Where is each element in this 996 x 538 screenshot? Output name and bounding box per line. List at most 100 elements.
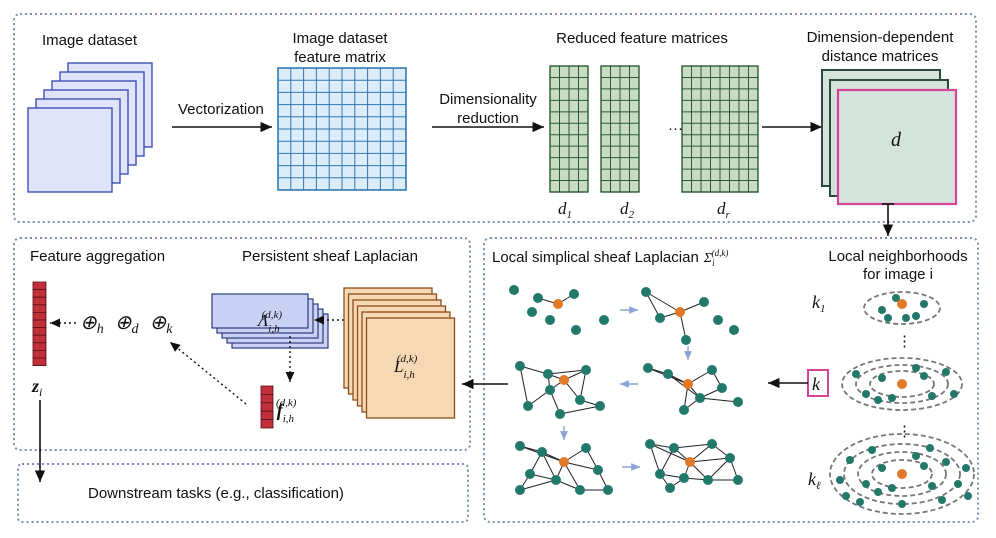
graph-node: [599, 315, 609, 325]
graph-node: [533, 293, 543, 303]
graph-edge: [649, 443, 691, 463]
reduced-ellipsis: ···: [668, 120, 683, 137]
neighborhood-ring: [863, 291, 941, 325]
neighbor-node: [878, 464, 886, 472]
neighborhood-ring: [871, 459, 933, 489]
z-cell: [32, 349, 47, 359]
feature-matrix-grid: [277, 67, 407, 191]
reduced-matrix-dr: [681, 65, 759, 193]
f-cell: [260, 393, 274, 404]
neighbor-node: [836, 476, 844, 484]
z-cell: [32, 296, 47, 306]
graph-node: [679, 473, 689, 483]
neighbor-node: [912, 452, 920, 460]
laplacian-matrix-stack: [343, 287, 456, 419]
L-label: Li,h(d,k): [393, 353, 418, 381]
graph-node: [527, 307, 537, 317]
neighbor-node: [898, 500, 906, 508]
reduced-matrices-title: Reduced feature matrices: [556, 30, 728, 47]
graph-node: [707, 365, 717, 375]
aggregation-panel-frame: [13, 237, 471, 451]
graph-node: [545, 385, 555, 395]
neighbor-node: [912, 312, 920, 320]
label-d2: d2: [620, 199, 635, 221]
feature-matrix-title-2: feature matrix: [294, 49, 386, 66]
z-cell: [32, 357, 47, 366]
neighbor-node: [950, 390, 958, 398]
neighbor-node: [954, 480, 962, 488]
distance-symbol: d: [891, 129, 902, 151]
neighbor-node: [878, 374, 886, 382]
neighborhood-ring: [841, 357, 963, 411]
k1-label: k1: [812, 292, 826, 315]
label-dr: dr: [717, 199, 731, 221]
graph-node: [733, 475, 743, 485]
neighbor-node: [856, 498, 864, 506]
neighbor-node: [868, 446, 876, 454]
f-label: fi,h(d,k): [276, 397, 297, 425]
center-node: [683, 379, 693, 389]
f-cell: [260, 419, 274, 429]
neighbor-node: [852, 370, 860, 378]
f-cell: [260, 385, 274, 395]
graph-edge: [689, 457, 731, 463]
graph-node: [515, 441, 525, 451]
z-cell: [32, 281, 47, 290]
graph-node: [733, 397, 743, 407]
center-node: [559, 457, 569, 467]
center-node: [675, 307, 685, 317]
neighbor-node: [912, 364, 920, 372]
f-to-oplus-arrow: [169, 341, 247, 405]
downstream-label: Downstream tasks (e.g., classification): [88, 485, 344, 502]
reduced-matrix-d1: [549, 65, 589, 193]
graph-node: [571, 325, 581, 335]
graph-node: [681, 335, 691, 345]
neighbor-node: [874, 488, 882, 496]
neighbor-node: [902, 314, 910, 322]
graph-node: [551, 475, 561, 485]
neighbor-node: [846, 456, 854, 464]
graph-node: [643, 363, 653, 373]
top-panel-frame: [13, 13, 977, 223]
graph-node: [641, 287, 651, 297]
lambda-eigenvalue-stack: [211, 293, 329, 349]
graph-node: [707, 439, 717, 449]
neigh-dots-2: ⋮: [897, 423, 912, 440]
neighborhood-ring: [855, 364, 949, 404]
graph-node: [655, 313, 665, 323]
vectorization-label: Vectorization: [178, 101, 264, 118]
graph-node: [509, 285, 519, 295]
graph-node: [515, 361, 525, 371]
neighbor-node: [928, 482, 936, 490]
graph-node: [525, 469, 535, 479]
k-label: k: [812, 374, 821, 394]
graph-edge: [563, 461, 599, 471]
kl-label: kℓ: [808, 469, 821, 492]
dim-reduction-label-2: reduction: [457, 110, 519, 127]
neighbor-node: [928, 392, 936, 400]
graph-edge: [649, 443, 661, 475]
f-cell: [260, 410, 274, 421]
neighbor-node: [942, 368, 950, 376]
neighborhoods-title-2: for image i: [863, 266, 933, 283]
feature-aggregation-title: Feature aggregation: [30, 248, 165, 265]
neighborhoods-column: [829, 291, 975, 515]
neighbor-node: [884, 314, 892, 322]
graph-node: [569, 289, 579, 299]
graph-edge: [547, 369, 587, 375]
neighbor-node: [888, 394, 896, 402]
graph-node: [575, 485, 585, 495]
aggregated-vector-z: [32, 281, 47, 366]
neighbor-node: [862, 390, 870, 398]
neighbor-node: [926, 444, 934, 452]
graph-node: [695, 393, 705, 403]
graph-node: [581, 443, 591, 453]
graph-node: [717, 383, 727, 393]
graph-node: [655, 469, 665, 479]
graph-edge: [541, 451, 557, 481]
neighbor-node: [920, 462, 928, 470]
neighbor-node: [964, 492, 972, 500]
center-node: [559, 375, 569, 385]
